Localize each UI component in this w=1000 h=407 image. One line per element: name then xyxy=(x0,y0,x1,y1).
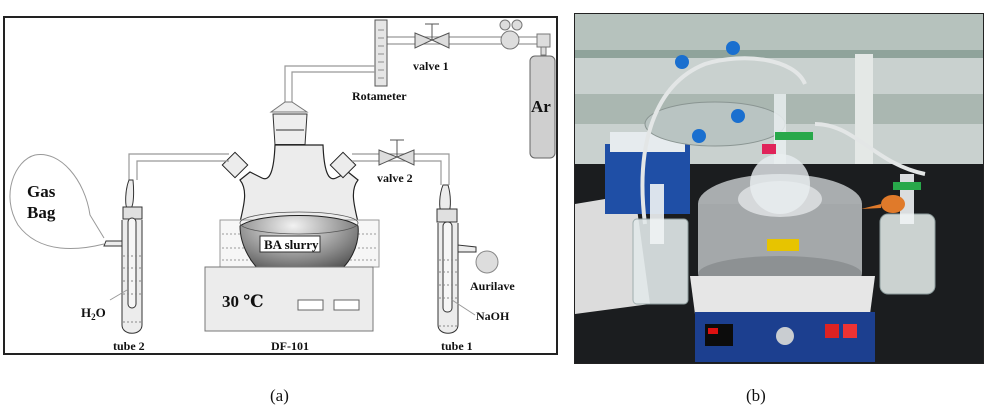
flask-adapter xyxy=(269,101,309,146)
lab-photo-illustration xyxy=(575,14,983,363)
slurry-label-box xyxy=(259,235,321,253)
temperature-display: 30 ℃ xyxy=(222,292,264,311)
gas-bag-label-line1: Gas xyxy=(27,182,56,201)
naoh-leader-line xyxy=(451,299,476,316)
aurilave-label: Aurilave xyxy=(470,279,515,293)
flask-to-tube2-line xyxy=(128,153,229,180)
valve-2 xyxy=(378,139,415,166)
tube-1 xyxy=(436,184,477,334)
h2o-label: H2O xyxy=(81,305,106,322)
panel-a-caption: (a) xyxy=(270,386,289,405)
tube-2-label: tube 2 xyxy=(113,339,145,353)
valve-1-label: valve 1 xyxy=(413,59,449,73)
tube-2 xyxy=(103,179,143,334)
gas-bag-label-line2: Bag xyxy=(27,203,56,222)
tube-1-label: tube 1 xyxy=(441,339,473,353)
aurilave-bulb xyxy=(475,250,499,274)
panel-b-photo xyxy=(574,13,984,364)
rotameter-to-flask-line xyxy=(284,65,375,102)
instrument-label: DF-101 xyxy=(271,339,309,353)
control-button-1 xyxy=(297,299,324,311)
control-button-2 xyxy=(333,299,360,311)
rotameter-label: Rotameter xyxy=(352,89,407,103)
df101-stirrer-base xyxy=(204,266,374,332)
h2o-leader-line xyxy=(109,289,128,301)
slurry-label: BA slurry xyxy=(264,237,319,252)
valve-1 xyxy=(414,23,450,49)
flask-right-neck xyxy=(329,151,357,179)
regulator xyxy=(499,19,551,56)
rotameter xyxy=(374,19,388,87)
gas-bag xyxy=(9,154,105,250)
naoh-label: NaOH xyxy=(476,309,510,323)
panel-b-caption: (b) xyxy=(746,386,766,405)
flask-left-neck xyxy=(221,151,249,179)
argon-label: Ar xyxy=(531,97,551,116)
argon-cylinder xyxy=(529,55,556,159)
valve-2-label: valve 2 xyxy=(377,171,413,185)
